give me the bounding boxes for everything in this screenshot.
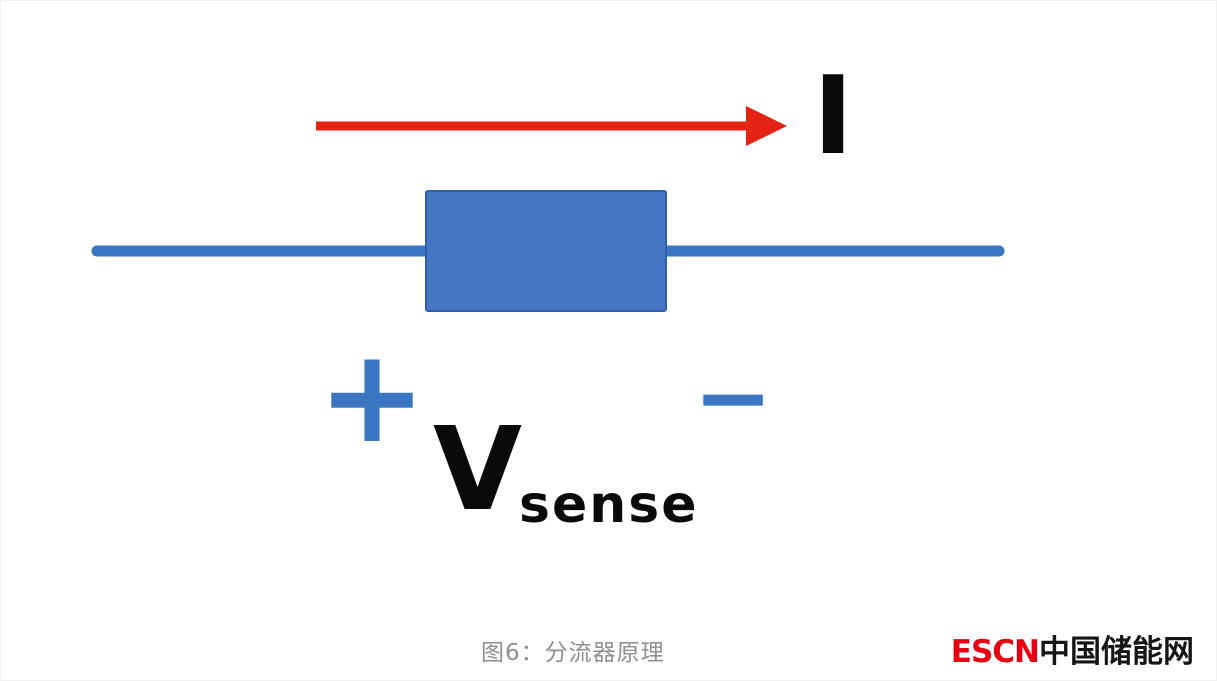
current-arrow-head: [746, 106, 787, 146]
voltage-subscript: sense: [519, 475, 698, 535]
current-label: I: [813, 54, 853, 179]
shunt-resistor: [425, 190, 667, 312]
logo-abbr: ESCN: [950, 634, 1040, 670]
logo-name: 中国储能网: [1039, 634, 1194, 670]
figure-caption: 图6：分流器原理: [481, 640, 665, 666]
minus-sign: −: [693, 343, 773, 453]
plus-sign: +: [318, 320, 427, 472]
escn-logo: ESCN 中国储能网: [951, 637, 1194, 668]
voltage-label: V: [433, 403, 522, 537]
